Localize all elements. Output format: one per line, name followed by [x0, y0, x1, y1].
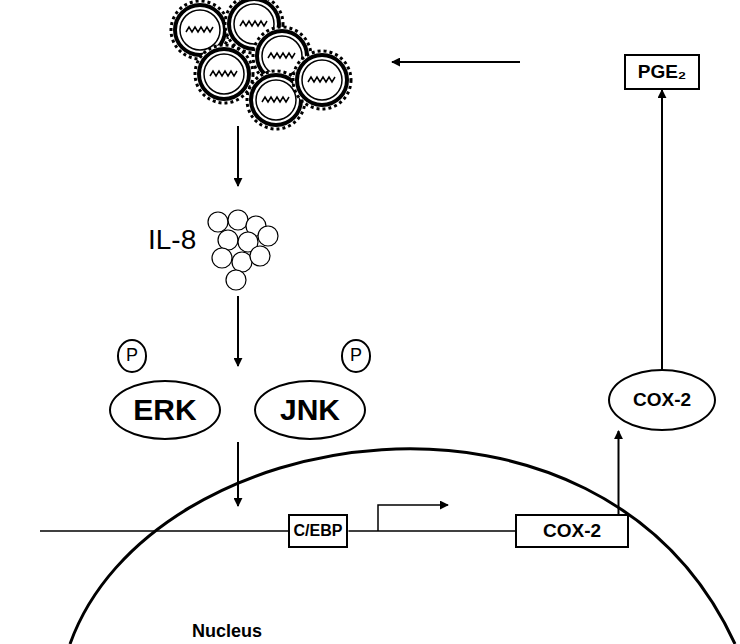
il8-beads	[208, 210, 278, 290]
phospho-circle: P	[341, 339, 371, 372]
node-text: ERK	[133, 393, 196, 427]
node-text: JNK	[280, 393, 340, 427]
node-text: P	[126, 345, 138, 366]
phospho-circle: P	[117, 339, 147, 372]
dna-strand	[348, 530, 515, 532]
pathway-arrows	[238, 62, 520, 506]
cytokine-label: IL-8	[148, 224, 196, 256]
compartment-label: Nucleus	[192, 621, 262, 642]
kinase-oval: JNK	[254, 380, 366, 440]
node-text: C/EBP	[294, 522, 343, 540]
node-text: COX-2	[633, 389, 691, 411]
kinase-oval: ERK	[109, 380, 221, 440]
dna-strand	[40, 530, 290, 532]
enzyme-oval: COX-2	[608, 369, 716, 431]
node-text: P	[350, 345, 362, 366]
flow-arrow	[618, 431, 620, 514]
nuclear-membrane	[70, 449, 735, 644]
node-text: COX-2	[543, 520, 601, 542]
promoter-box: C/EBP	[288, 514, 349, 548]
transcription-start	[378, 505, 448, 531]
flow-arrow	[661, 90, 663, 369]
product-box: PGE₂	[624, 54, 700, 90]
node-text: PGE₂	[638, 61, 687, 83]
virus-cluster	[171, 0, 351, 129]
gene-box: COX-2	[515, 514, 629, 548]
